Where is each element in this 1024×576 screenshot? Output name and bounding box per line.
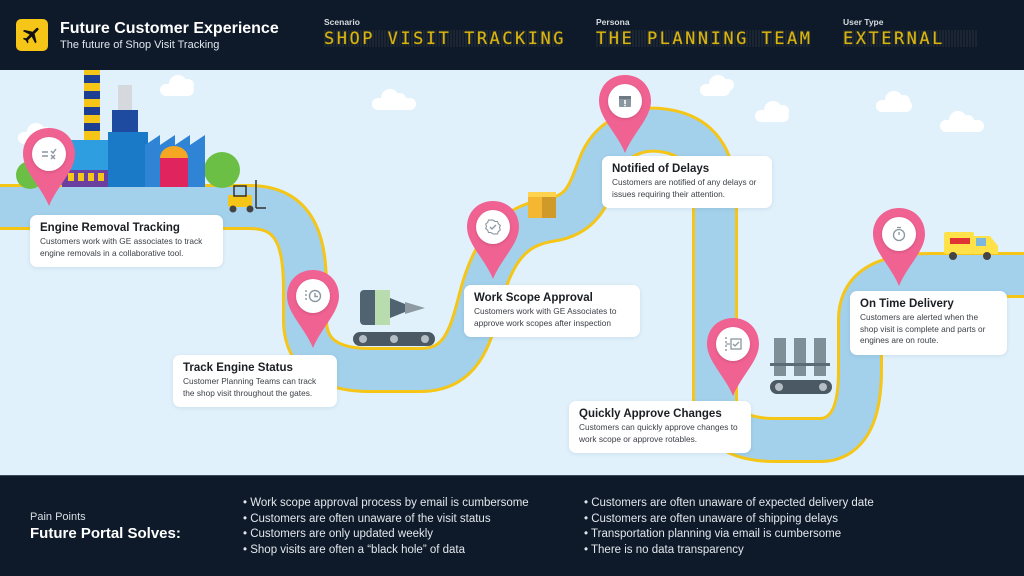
step-description: Customer Planning Teams can track the sh… <box>183 376 317 398</box>
delivery-truck-illustration <box>944 232 998 260</box>
pin-engine-removal[interactable] <box>23 128 75 206</box>
pain-points-list-2: Customers are often unaware of expected … <box>584 496 874 558</box>
scenario-value: SHOP VISIT TRACKING <box>324 29 566 49</box>
pin-quickly-approve-changes[interactable] <box>707 318 759 396</box>
step-description: Customers can quickly approve changes to… <box>579 422 738 444</box>
pain-point-item: Transportation planning via email is cum… <box>584 527 874 543</box>
pain-point-item: Customers are often unaware of the visit… <box>243 512 529 528</box>
fan-blades-conveyor-illustration <box>770 338 832 394</box>
step-title: Quickly Approve Changes <box>579 408 722 420</box>
cloud <box>372 89 416 110</box>
pin-notified-of-delays[interactable] <box>599 75 651 153</box>
cloud <box>160 75 194 96</box>
persona-label: Persona <box>596 17 630 27</box>
cloud <box>755 101 789 122</box>
step-card-work-scope-approval: Work Scope Approval Customers work with … <box>464 285 640 337</box>
pain-point-item: Customers are often unaware of expected … <box>584 496 874 512</box>
factory-illustration <box>16 70 240 189</box>
step-title: Track Engine Status <box>183 362 293 374</box>
persona-led-background <box>596 30 810 47</box>
scenario-led-background <box>324 30 560 47</box>
pain-points-title: Future Portal Solves: <box>30 525 181 542</box>
persona-value: THE PLANNING TEAM <box>596 29 813 49</box>
step-description: Customers work with GE associates to tra… <box>40 236 203 258</box>
pain-point-item: Customers are often unaware of shipping … <box>584 512 874 528</box>
package-box-illustration <box>528 192 556 218</box>
user-type-value: EXTERNAL <box>843 29 945 49</box>
pain-point-item: Work scope approval process by email is … <box>243 496 528 512</box>
step-card-engine-removal: Engine Removal Tracking Customers work w… <box>30 215 223 267</box>
badge-check-icon <box>485 219 501 235</box>
journey-scene: Engine Removal Tracking Customers work w… <box>0 70 1024 475</box>
cloud <box>940 111 984 132</box>
step-card-quickly-approve-changes: Quickly Approve Changes Customers can qu… <box>569 401 751 453</box>
page-subtitle: The future of Shop Visit Tracking <box>60 39 220 51</box>
logo <box>16 19 48 51</box>
pain-points-label: Pain Points <box>30 511 86 523</box>
user-type-label: User Type <box>843 17 884 27</box>
step-description: Customers work with GE Associates to app… <box>474 306 617 328</box>
pin-on-time-delivery[interactable] <box>873 208 925 286</box>
pin-work-scope-approval[interactable] <box>467 201 519 279</box>
step-description: Customers are alerted when the shop visi… <box>860 312 986 345</box>
cloud <box>876 91 912 112</box>
pain-point-item: Shop visits are often a “black hole” of … <box>243 543 529 559</box>
scenario-label: Scenario <box>324 17 360 27</box>
step-title: Engine Removal Tracking <box>40 222 180 234</box>
checklist-icon <box>42 148 57 160</box>
pain-points-list-1: Work scope approval process by email is … <box>243 496 529 559</box>
step-card-on-time-delivery: On Time Delivery Customers are alerted w… <box>850 291 1007 355</box>
page-title: Future Customer Experience <box>60 20 279 37</box>
user-type-led-background <box>843 30 978 47</box>
cloud <box>700 75 734 96</box>
step-title: Work Scope Approval <box>474 292 593 304</box>
step-title: On Time Delivery <box>860 298 954 310</box>
clock-history-icon <box>305 289 322 303</box>
step-card-notified-of-delays: Notified of Delays Customers are notifie… <box>602 156 772 208</box>
pain-point-item: Customers are only updated weekly <box>243 527 529 543</box>
step-card-track-engine-status: Track Engine Status Customer Planning Te… <box>173 355 337 407</box>
pain-points-footer: Pain Points Future Portal Solves: Work s… <box>0 475 1024 576</box>
pin-track-engine-status[interactable] <box>287 270 339 348</box>
forklift-illustration <box>228 180 266 213</box>
stopwatch-icon <box>892 226 906 242</box>
pain-point-item: There is no data transparency <box>584 543 874 559</box>
step-description: Customers are notified of any delays or … <box>612 177 757 199</box>
checkbox-approve-icon <box>725 337 742 351</box>
airplane-icon <box>22 27 39 44</box>
step-title: Notified of Delays <box>612 163 710 175</box>
calendar-alert-icon <box>619 96 631 107</box>
engine-conveyor-illustration <box>353 290 435 346</box>
header: Future Customer Experience The future of… <box>0 0 1024 70</box>
